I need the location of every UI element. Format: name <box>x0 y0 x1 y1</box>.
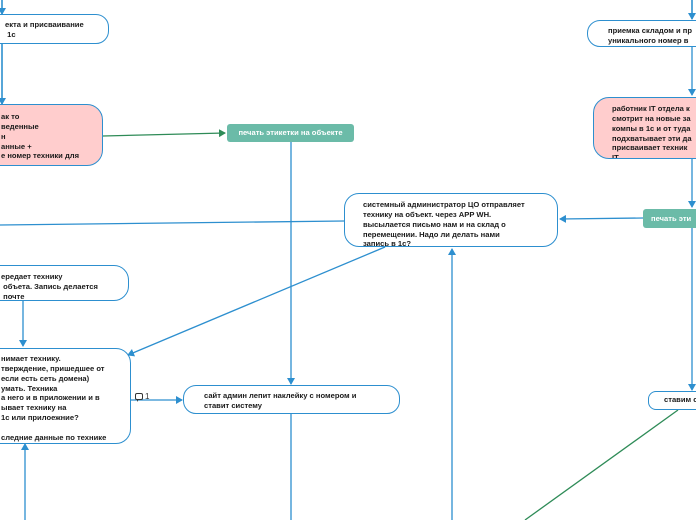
connector-n2-to-n3 <box>102 129 226 138</box>
connector-n10-to-n4 <box>559 214 644 223</box>
node-sysadmin-sends-equipment[interactable]: системный администратор ЦО отправляет те… <box>344 193 558 247</box>
comment-icon <box>135 393 143 402</box>
node-object-registration[interactable]: екта и присваивание 1с <box>0 14 109 44</box>
connector-n4-to-n6 <box>127 246 386 357</box>
node-install-system[interactable]: ставим с <box>648 391 696 410</box>
node-print-label-right[interactable]: печать эти <box>643 209 696 228</box>
node-entered-data[interactable]: ак то веденные н анные + е номер техники… <box>0 104 103 166</box>
node-it-worker[interactable]: работник IT отдела к смотрит на новые за… <box>593 97 696 159</box>
connector-n4-to-left <box>0 220 345 226</box>
node-site-admin-sticker[interactable]: сайт админ лепит наклейку с номером и ст… <box>183 385 400 414</box>
node-print-label-on-site[interactable]: печать этикетки на объекте <box>227 124 354 142</box>
node-transfers-equipment[interactable]: ередает технику объета. Запись делается … <box>0 265 129 301</box>
connector-n11-down <box>524 409 679 520</box>
comment-indicator[interactable]: 1 <box>135 392 149 402</box>
node-warehouse-acceptance[interactable]: приемка складом и пр уникального номер в <box>587 20 696 47</box>
node-accepts-equipment[interactable]: нимает технику. тверждение, пришедшее от… <box>0 348 131 444</box>
